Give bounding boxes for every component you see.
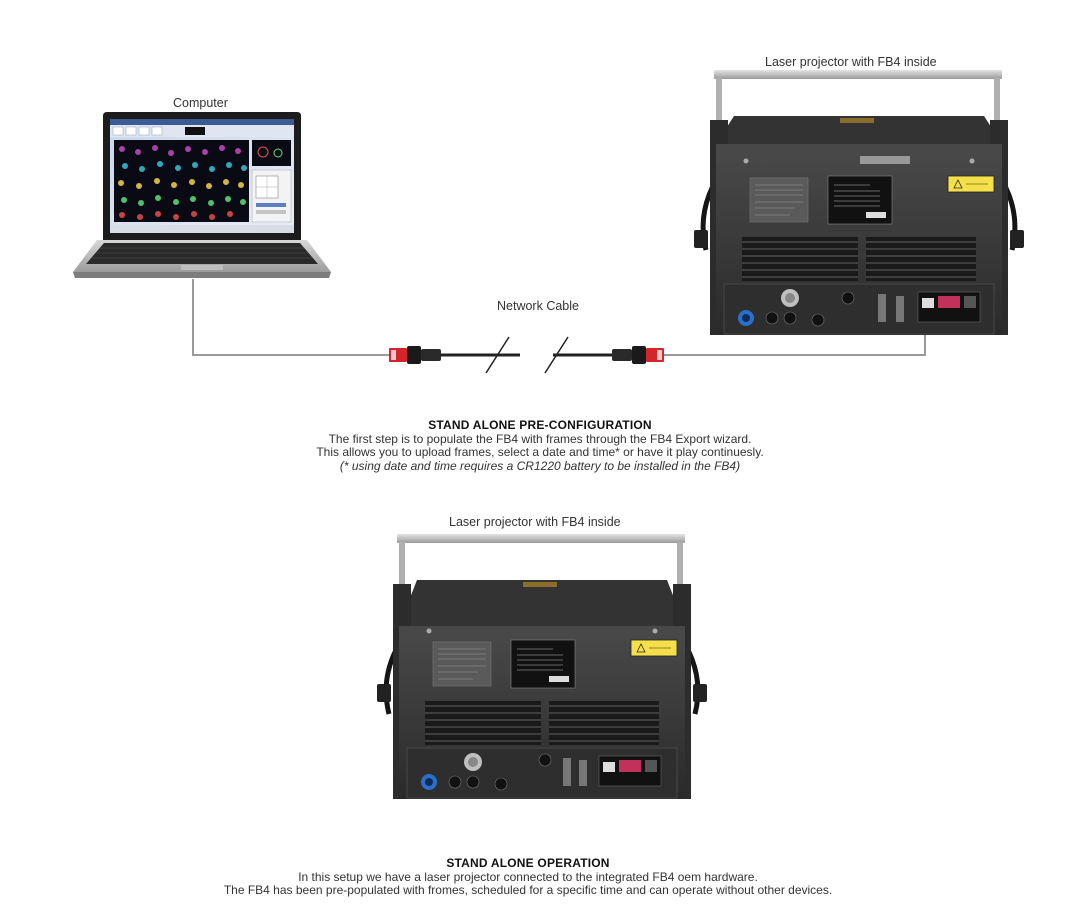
preconfig-line-2: This allows you to upload frames, select… (316, 445, 764, 459)
projector-top-label: Laser projector with FB4 inside (765, 55, 937, 69)
operation-description: STAND ALONE OPERATION In this setup we h… (140, 856, 916, 898)
operation-heading: STAND ALONE OPERATION (446, 856, 610, 870)
preconfig-line-1: The first step is to populate the FB4 wi… (328, 431, 752, 446)
operation-line-2: The FB4 has been pre-populated with from… (223, 883, 833, 897)
network-cable-label: Network Cable (497, 299, 579, 313)
preconfig-heading: STAND ALONE PRE-CONFIGURATION (428, 418, 652, 432)
preconfig-note: (* using date and time requires a CR1220… (339, 458, 741, 473)
cable-break-mark (485, 336, 510, 374)
computer-label: Computer (173, 96, 228, 110)
laser-projector-top (694, 70, 1024, 335)
projector-bottom-label: Laser projector with FB4 inside (449, 515, 621, 529)
laser-projector-bottom (377, 534, 707, 799)
cable-break-mark (544, 336, 569, 374)
rj45-connector-right (612, 346, 664, 364)
operation-line-1: In this setup we have a laser projector … (298, 869, 758, 884)
preconfig-description: STAND ALONE PRE-CONFIGURATION The first … (240, 418, 840, 473)
rj45-connector-left (389, 346, 441, 364)
laptop (73, 112, 331, 278)
